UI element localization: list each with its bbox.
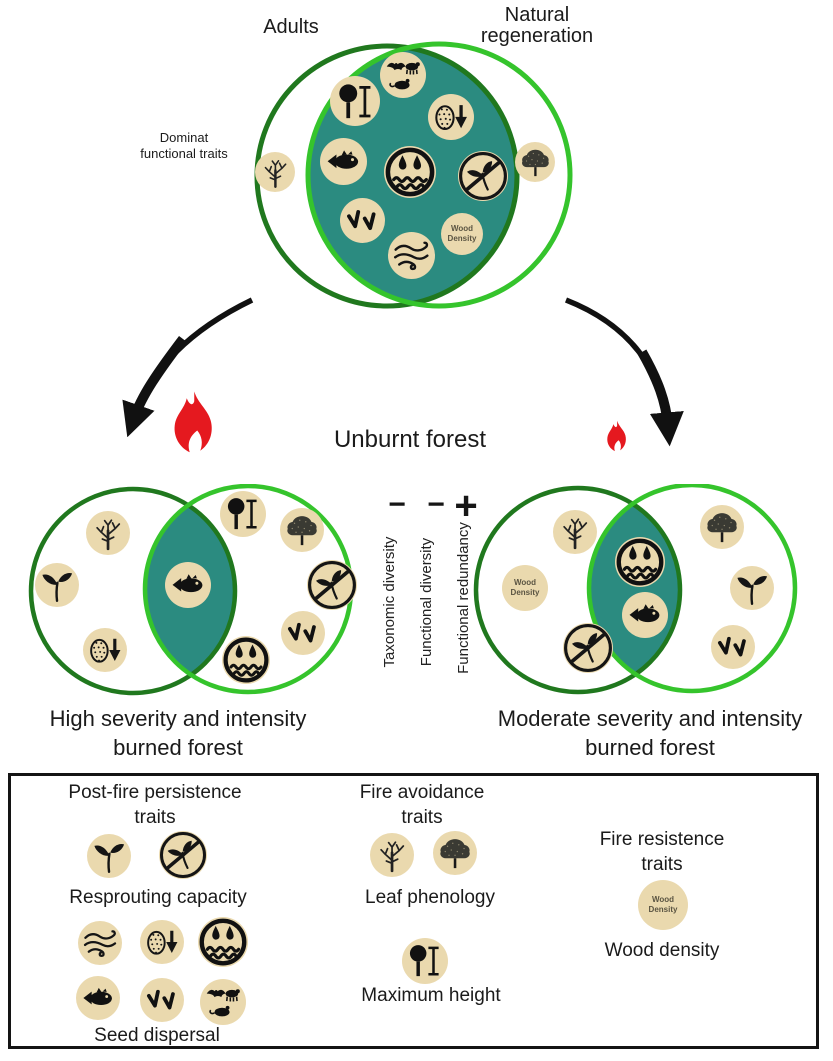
deciduous-tree-icon [553, 510, 597, 554]
no-resprout-icon [458, 151, 508, 201]
bird-dispersal-icon [281, 611, 325, 655]
wind-dispersal-icon [78, 921, 122, 965]
evergreen-tree-icon [433, 831, 477, 875]
moderate-severity-venn-diagram [473, 484, 798, 695]
resprout-icon [730, 566, 774, 610]
evergreen-tree-icon [280, 508, 324, 552]
functional-redundancy-sign: + [454, 484, 478, 528]
fire-avoidance-header: Fire avoidance traits [359, 782, 485, 828]
seed-dispersal-caption: Seed dispersal [94, 1025, 220, 1046]
dominant-traits-label: Dominat functional traits [140, 130, 228, 161]
gravity-dispersal-icon [83, 628, 127, 672]
max-height-icon [220, 491, 266, 537]
wind-dispersal-icon [388, 232, 435, 279]
bird-dispersal-icon [140, 978, 184, 1022]
post-fire-persistence-header: Post-fire persistence traits [68, 782, 242, 828]
fish-dispersal-icon [622, 592, 668, 638]
taxonomic-diversity-sign: − [388, 488, 406, 521]
evergreen-tree-icon [515, 142, 555, 182]
fire-icon [607, 420, 626, 452]
resprouting-capacity-caption: Resprouting capacity [69, 887, 247, 908]
water-dispersal-icon [222, 636, 270, 684]
resprout-icon [87, 834, 131, 878]
maximum-height-caption: Maximum height [361, 985, 501, 1006]
deciduous-tree-icon [86, 511, 130, 555]
deciduous-tree-icon [370, 833, 414, 877]
fire-resistance-header: Fire resistence traits [599, 829, 725, 875]
moderate-severity-caption: Moderate severity and intensity burned f… [497, 706, 803, 760]
functional-redundancy-label: Functional redundancy [455, 522, 472, 674]
gravity-dispersal-icon [140, 920, 184, 964]
bird-dispersal-icon [340, 198, 385, 243]
gravity-dispersal-icon [428, 94, 474, 140]
high-severity-caption: High severity and intensity burned fores… [49, 706, 307, 760]
fish-dispersal-icon [76, 976, 120, 1020]
deciduous-tree-icon [255, 152, 295, 192]
max-height-icon [402, 938, 448, 984]
fish-dispersal-icon [320, 138, 367, 185]
unburnt-forest-label: Unburnt forest [333, 426, 487, 453]
adults-label: Adults [263, 16, 319, 38]
resprout-icon [35, 563, 79, 607]
animal-dispersal-icon [200, 979, 246, 1025]
functional-diversity-label: Functional diversity [418, 537, 435, 667]
functional-diversity-sign: − [427, 488, 445, 521]
left-curved-arrow [122, 297, 254, 438]
water-dispersal-icon [615, 537, 665, 587]
no-resprout-icon [563, 623, 613, 673]
natural-regeneration-label: Natural regeneration [480, 4, 594, 47]
animal-dispersal-icon [380, 52, 426, 98]
evergreen-tree-icon [700, 505, 744, 549]
no-resprout-icon [159, 831, 207, 879]
max-height-icon [330, 76, 380, 126]
water-dispersal-icon [198, 917, 248, 967]
wood-density-caption: Wood density [604, 940, 720, 961]
taxonomic-diversity-label: Taxonomic diversity [381, 536, 398, 668]
fish-dispersal-icon [165, 562, 211, 608]
water-dispersal-icon [384, 146, 436, 198]
fire-icon [174, 391, 212, 453]
no-resprout-icon [307, 560, 357, 610]
bird-dispersal-icon [711, 625, 755, 669]
leaf-phenology-caption: Leaf phenology [365, 887, 495, 908]
